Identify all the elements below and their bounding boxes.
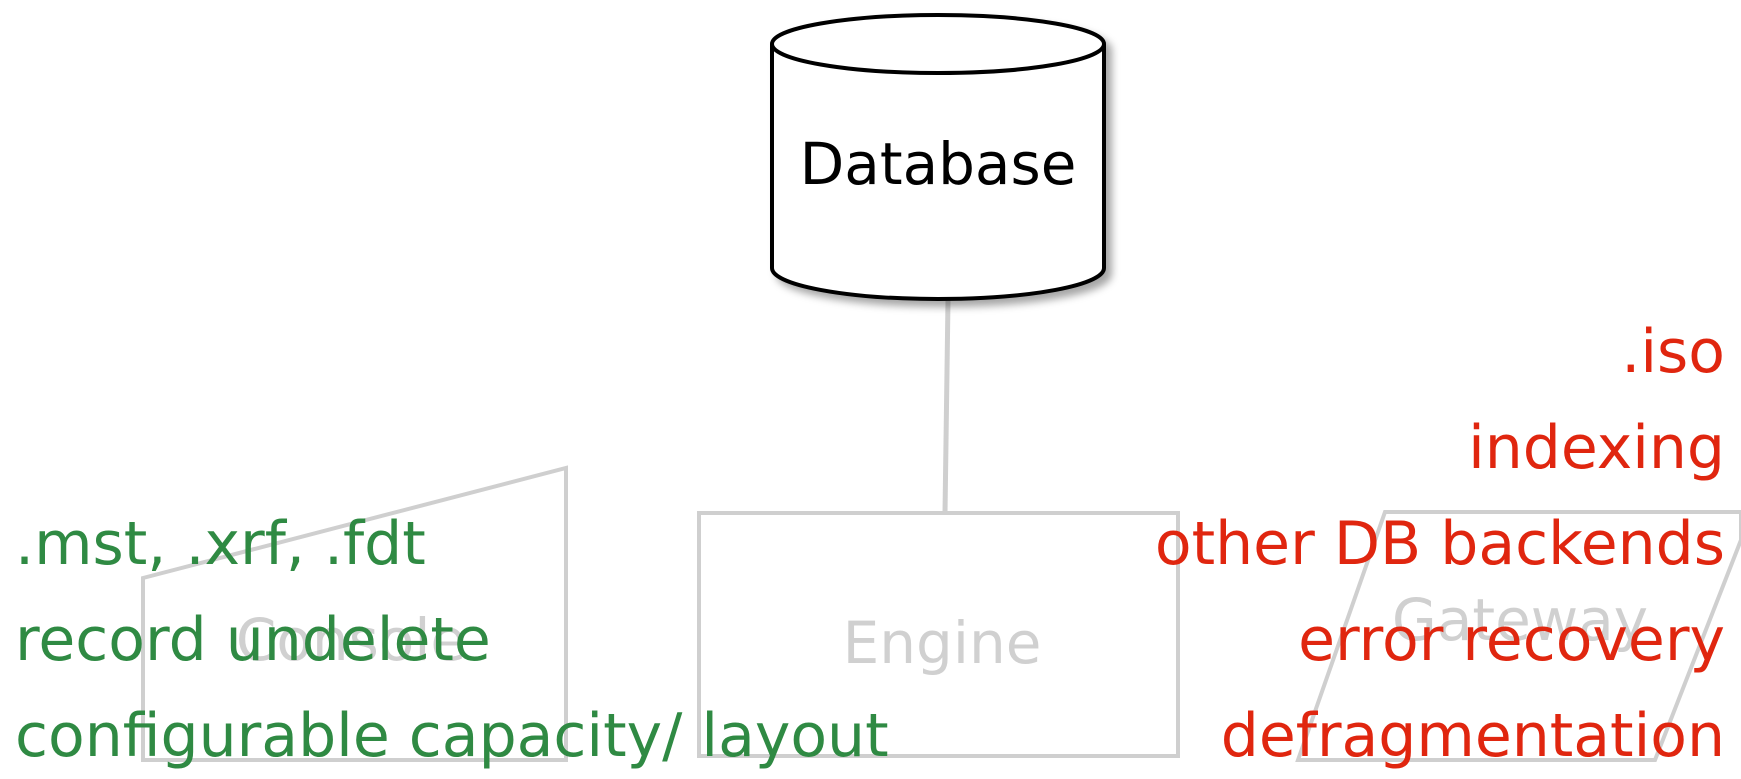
green-feature-list: .mst, .xrf, .fdt record undelete configu… xyxy=(15,496,889,779)
red-feature-list: .iso indexing other DB backends error re… xyxy=(1155,304,1725,779)
gateway-node: Gateway xyxy=(1295,510,1741,762)
console-label: Console xyxy=(236,606,466,674)
gateway-label: Gateway xyxy=(1392,586,1648,654)
gateway-shape xyxy=(1295,510,1741,762)
database-node xyxy=(770,13,1106,301)
green-feature-item: .mst, .xrf, .fdt xyxy=(15,509,426,579)
database-engine-connector xyxy=(942,299,951,514)
red-feature-item: .iso xyxy=(1621,317,1725,387)
engine-shape xyxy=(697,511,1180,758)
database-label: Database xyxy=(800,130,1077,198)
console-node: Console xyxy=(141,465,568,762)
red-feature-item: indexing xyxy=(1468,413,1725,483)
green-feature-item: configurable capacity/ layout xyxy=(15,701,889,771)
red-feature-item: error recovery xyxy=(1298,605,1725,675)
red-feature-item: defragmentation xyxy=(1220,701,1725,771)
console-shape xyxy=(141,465,568,762)
database-cylinder-body xyxy=(770,44,1106,301)
green-feature-item: record undelete xyxy=(15,605,491,675)
red-feature-item: other DB backends xyxy=(1154,509,1725,579)
database-cylinder-top xyxy=(770,13,1106,75)
engine-node: Engine xyxy=(697,511,1180,758)
engine-label: Engine xyxy=(843,609,1042,677)
